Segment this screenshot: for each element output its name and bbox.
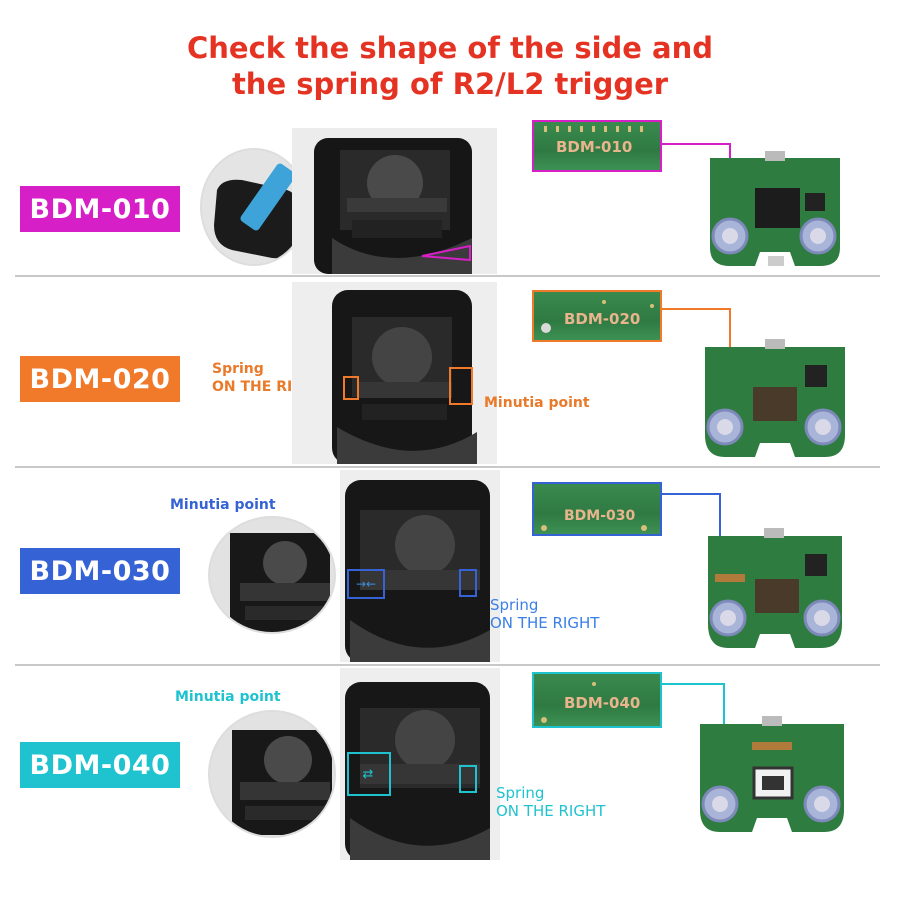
- row-divider: [15, 275, 880, 277]
- pcb-model-label: BDM-040: [564, 694, 641, 712]
- controller-board-photo-bdm-020: [695, 335, 855, 465]
- pcb-model-label: BDM-030: [564, 508, 636, 524]
- pcb-model-label: BDM-010: [556, 138, 633, 156]
- trigger-housing-photo: [292, 128, 497, 274]
- minutia-annotation: Minutia point: [175, 689, 281, 705]
- trigger-closeup-photo: [200, 148, 308, 266]
- model-badge-bdm-040: BDM-040: [20, 742, 180, 788]
- row-divider: [15, 664, 880, 666]
- controller-board-photo-bdm-010: [700, 148, 850, 276]
- page-title: Check the shape of the side and the spri…: [0, 30, 900, 102]
- controller-board-photo-bdm-040: [692, 712, 852, 840]
- title-line-2: the spring of R2/L2 trigger: [231, 67, 669, 101]
- pcb-label-strip-bdm-020: BDM-020: [532, 290, 662, 342]
- svg-text:→←: →←: [356, 577, 376, 591]
- spring-position-label: ON THE RIGHT: [496, 802, 606, 820]
- minutia-annotation: Minutia point: [170, 497, 276, 513]
- model-badge-bdm-030: BDM-030: [20, 548, 180, 594]
- pcb-model-label: BDM-020: [564, 310, 641, 328]
- pcb-label-strip-bdm-010: BDM-010: [532, 120, 662, 172]
- trigger-closeup-photo: [208, 710, 336, 838]
- row-divider: [15, 466, 880, 468]
- model-badge-bdm-010: BDM-010: [20, 186, 180, 232]
- connector-line-bdm-030: [660, 493, 721, 545]
- spring-label: Spring: [212, 361, 264, 377]
- spring-position-label: ON THE RIGHT: [490, 614, 600, 632]
- controller-board-photo-bdm-030: [700, 524, 850, 656]
- pcb-label-strip-bdm-030: BDM-030: [532, 482, 662, 536]
- trigger-housing-photo: ⇄: [340, 668, 500, 860]
- spring-annotation: Spring ON THE RIGHT: [496, 784, 605, 820]
- model-badge-bdm-020: BDM-020: [20, 356, 180, 402]
- svg-text:⇄: ⇄: [363, 767, 374, 782]
- spring-label: Spring: [490, 596, 539, 614]
- spring-label: Spring: [496, 784, 545, 802]
- connector-line-bdm-040: [660, 683, 725, 735]
- pcb-label-strip-bdm-040: BDM-040: [532, 672, 662, 728]
- trigger-housing-photo: [292, 282, 497, 464]
- spring-annotation: Spring ON THE RIGHT: [490, 596, 599, 632]
- title-line-1: Check the shape of the side and: [186, 31, 714, 65]
- trigger-closeup-photo: [208, 516, 336, 634]
- minutia-annotation: Minutia point: [484, 395, 590, 411]
- trigger-housing-photo: →←: [340, 470, 500, 662]
